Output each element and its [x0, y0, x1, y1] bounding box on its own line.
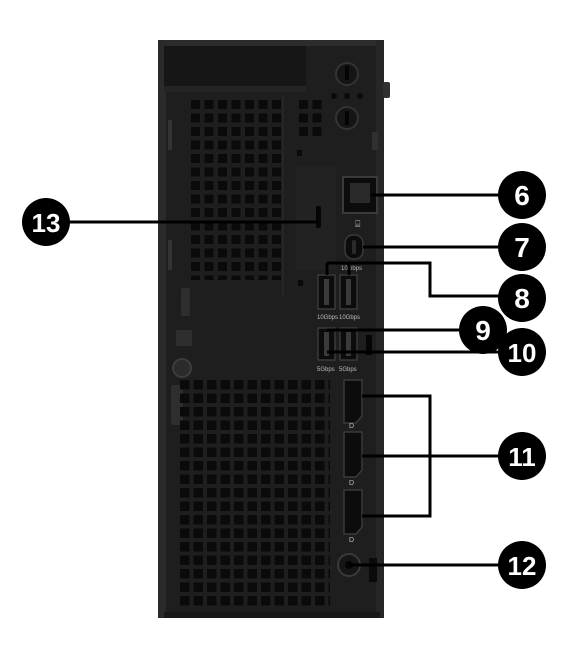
vent-grid-bottom	[180, 380, 330, 606]
displayport-2	[343, 431, 363, 478]
usb-speed-label-c: 10Gbps	[339, 315, 360, 321]
usb-c-tongue	[352, 240, 356, 254]
screw-hole	[297, 150, 302, 156]
kensington-slot	[316, 206, 321, 228]
side-knob	[383, 82, 390, 98]
top-handle	[164, 46, 306, 92]
led-3	[357, 93, 363, 99]
callout-13: 13	[22, 198, 70, 246]
callout-6: 6	[498, 171, 546, 219]
antenna-slot	[345, 66, 349, 80]
bottom-foot	[164, 612, 380, 618]
usb-speed-label-b: 10Gbps	[317, 315, 338, 321]
leader-lines	[68, 193, 500, 567]
callout-10-label: 10	[508, 338, 537, 368]
vent-grid-top-right	[297, 100, 323, 140]
side-latch	[372, 132, 378, 150]
small-latch	[366, 335, 372, 355]
callout-7-label: 7	[514, 232, 530, 263]
antenna-slot-2	[345, 111, 349, 125]
callout-12: 12	[498, 541, 546, 589]
callout-9: 9	[459, 306, 507, 354]
callout-9-label: 9	[475, 315, 491, 346]
latch	[181, 288, 190, 316]
chassis-edge-left	[158, 40, 166, 618]
usb-speed-label-a: 10Gbps	[341, 266, 362, 272]
dp-icon-1: D	[349, 423, 354, 430]
vent-grid-top	[191, 100, 281, 280]
screw-hole-2	[298, 280, 303, 286]
callout-12-label: 12	[508, 551, 537, 581]
dp-icon-2: D	[349, 480, 354, 487]
latch-2	[176, 330, 192, 346]
callout-8-label: 8	[514, 283, 530, 314]
network-icon: ⌸	[355, 219, 361, 229]
side-clip-1	[168, 120, 172, 150]
chassis-top-rim	[166, 40, 376, 46]
side-clip-2	[168, 240, 172, 270]
displayport-group	[343, 379, 363, 535]
callout-7: 7	[498, 223, 546, 271]
usb-speed-label-d: 5Gbps	[317, 367, 335, 373]
top-handle-lip	[164, 86, 306, 92]
bottom-latch	[369, 558, 377, 582]
callout-8: 8	[498, 274, 546, 322]
usb-speed-label-e: 5Gbps	[339, 367, 357, 373]
callout-13-label: 13	[32, 208, 61, 238]
callout-11: 11	[498, 432, 546, 480]
thumbscrew-icon	[172, 358, 192, 378]
callout-6-label: 6	[514, 180, 530, 211]
dp-icon-3: D	[349, 537, 354, 544]
displayport-1	[343, 379, 363, 424]
led-2	[344, 93, 350, 99]
displayport-3	[343, 489, 363, 535]
led-1	[331, 93, 337, 99]
leader-8	[327, 261, 500, 298]
callout-11-label: 11	[508, 442, 536, 472]
callout-10: 10	[498, 328, 546, 376]
